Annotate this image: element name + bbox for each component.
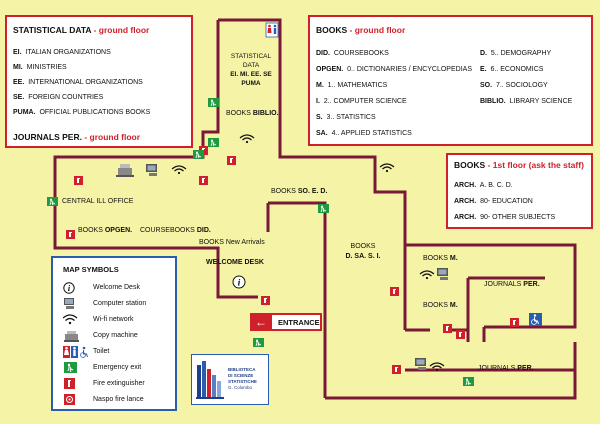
wifi-icon (379, 163, 395, 173)
welcome-desk-label: WELCOME DESK (206, 259, 264, 266)
wifi-icon (419, 270, 435, 280)
emergency-exit-icon (64, 362, 77, 373)
books-first-floor-legend: BOOKS - 1st floor (ask the staff) ARCH. … (446, 153, 593, 229)
books-item: SA. 4.. APPLIED STATISTICS (316, 130, 412, 137)
fire-extinguisher-icon (392, 365, 401, 374)
coursebooks-label: COURSEBOOKS DID. (140, 227, 211, 234)
computer-icon (146, 164, 157, 176)
books-item: E. 6.. ECONOMICS (480, 66, 544, 73)
arrow-left-icon: ← (250, 313, 272, 331)
first-floor-item: ARCH. A. B. C. D. (454, 182, 513, 189)
emergency-exit-icon (252, 337, 265, 348)
fire-extinguisher-icon (390, 287, 399, 296)
svg-text:i: i (238, 278, 241, 288)
emergency-exit-icon (462, 376, 475, 387)
emergency-exit-icon (317, 203, 330, 214)
logo-text: BIBLIOTECA DI SCIENZE STATISTICHE G. Col… (228, 367, 257, 390)
books-m-label: BOOKS M. (423, 302, 458, 309)
first-floor-title: BOOKS - 1st floor (ask the staff) (454, 160, 584, 170)
books-item: M. 1.. MATHEMATICS (316, 82, 388, 89)
books-item: DID. COURSEBOOKS (316, 50, 389, 57)
wifi-icon (171, 165, 187, 175)
statistical-data-title: STATISTICAL DATA - ground floor (13, 25, 150, 35)
svg-text:i: i (68, 284, 71, 293)
fire-extinguisher-icon (510, 318, 519, 327)
fire-extinguisher-icon (261, 296, 270, 305)
stat-item: MI. MINISTRIES (13, 64, 67, 71)
toilet-icon (63, 346, 88, 358)
copy-machine-icon (116, 164, 134, 177)
books-soed-label: BOOKS SO. E. D. (271, 188, 328, 195)
books-logo-graphic (196, 361, 224, 399)
books-dsasi-label: BOOKS D. SA. S. I. (345, 243, 381, 260)
books-opgen-label: BOOKS OPGEN. (78, 227, 133, 234)
wifi-icon (429, 362, 445, 372)
fire-extinguisher-icon (74, 176, 83, 185)
emergency-exit-icon (46, 196, 59, 207)
computer-icon (437, 268, 448, 280)
books-item: I. 2.. COMPUTER SCIENCE (316, 98, 407, 105)
new-arrivals-label: BOOKS New Arrivals (199, 239, 265, 246)
fire-extinguisher-icon (456, 330, 465, 339)
journals-per-label: JOURNALS PER. (484, 281, 540, 288)
emergency-exit-icon (207, 137, 220, 148)
statistical-data-label: STATISTICAL DATA EI. MI. EE. SE PUMA (230, 53, 272, 87)
library-logo: BIBLIOTECA DI SCIENZE STATISTICHE G. Col… (191, 354, 269, 405)
toilet-icon (265, 22, 279, 38)
journals-per-label: JOURNALS PER. (478, 365, 534, 372)
computer-icon (64, 298, 74, 309)
map-symbols-legend: MAP SYMBOLS i Welcome Desk Computer stat… (51, 256, 177, 411)
stat-item: EI. ITALIAN ORGANIZATIONS (13, 49, 111, 56)
info-icon: i (232, 275, 246, 289)
books-item: D. 5.. DEMOGRAPHY (480, 50, 552, 57)
emergency-exit-icon (192, 149, 205, 160)
books-m-label: BOOKS M. (423, 255, 458, 262)
books-item: S. 3.. STATISTICS (316, 114, 376, 121)
copy-machine-icon (64, 331, 79, 342)
fire-extinguisher-icon (199, 176, 208, 185)
stat-item: SE. FOREIGN COUNTRIES (13, 94, 104, 101)
fire-extinguisher-icon (443, 324, 452, 333)
central-ill-office-label: CENTRAL ILL OFFICE (62, 198, 134, 205)
wifi-icon (63, 314, 78, 325)
first-floor-item: ARCH. 90- OTHER SUBJECTS (454, 214, 556, 221)
entrance-sign: ← ENTRANCE (250, 313, 322, 331)
wheelchair-icon (529, 313, 542, 326)
fire-extinguisher-icon (227, 156, 236, 165)
journals-title: JOURNALS PER. - ground floor (13, 132, 141, 142)
first-floor-item: ARCH. 80- EDUCATION (454, 198, 533, 205)
books-item: BIBLIO. LIBRARY SCIENCE (480, 98, 573, 105)
fire-extinguisher-icon (64, 378, 75, 389)
statistical-data-legend: STATISTICAL DATA - ground floor EI. ITAL… (5, 15, 193, 148)
fire-lance-icon (64, 394, 75, 405)
books-biblio-label: BOOKS BIBLIO. (226, 110, 279, 117)
books-ground-floor-legend: BOOKS - ground floor DID. COURSEBOOKS OP… (308, 15, 593, 146)
fire-extinguisher-icon (66, 230, 75, 239)
books-item: OPGEN. 0.. DICTIONARIES / ENCYCLOPEDIAS (316, 66, 472, 73)
map-symbols-title: MAP SYMBOLS (63, 265, 119, 274)
stat-item: PUMA. OFFICIAL PUBLICATIONS BOOKS (13, 109, 151, 116)
stat-item: EE. INTERNATIONAL ORGANIZATIONS (13, 79, 143, 86)
info-icon: i (63, 282, 75, 294)
emergency-exit-icon (207, 97, 220, 108)
books-item: SO. 7.. SOCIOLOGY (480, 82, 548, 89)
books-title: BOOKS - ground floor (316, 25, 406, 35)
computer-icon (415, 358, 426, 370)
wifi-icon (239, 134, 255, 144)
